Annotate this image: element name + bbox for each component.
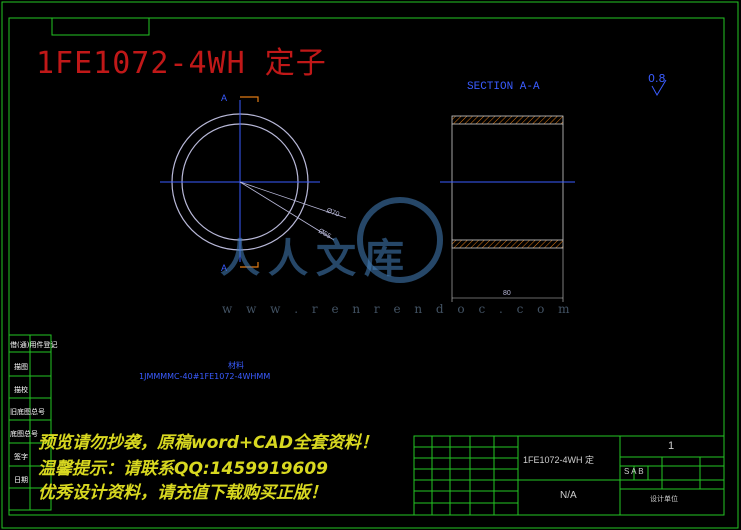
dim-leader-outer [239, 181, 347, 219]
section-marker-bottom [240, 262, 259, 268]
section-view: 80 [440, 115, 575, 302]
roughness-symbol [651, 79, 667, 96]
dim-inner-label: Ø55 [317, 228, 332, 241]
side-panel [8, 334, 52, 511]
top-tag-box [51, 17, 150, 36]
dim-length-label: 80 [503, 290, 511, 297]
section-marker-top [240, 96, 259, 102]
dim-leader-inner [239, 181, 335, 241]
section-hatch-top [451, 115, 564, 125]
front-view: Ø70 Ø55 A A [160, 93, 347, 273]
dim-outer-label: Ø70 [325, 207, 340, 218]
section-mark-bottom-label: A [221, 263, 227, 273]
title-block [413, 435, 725, 516]
inner-frame [8, 17, 725, 516]
section-hatch-bottom [451, 239, 564, 249]
watermark-logo [357, 197, 443, 283]
section-mark-top-label: A [221, 93, 227, 103]
